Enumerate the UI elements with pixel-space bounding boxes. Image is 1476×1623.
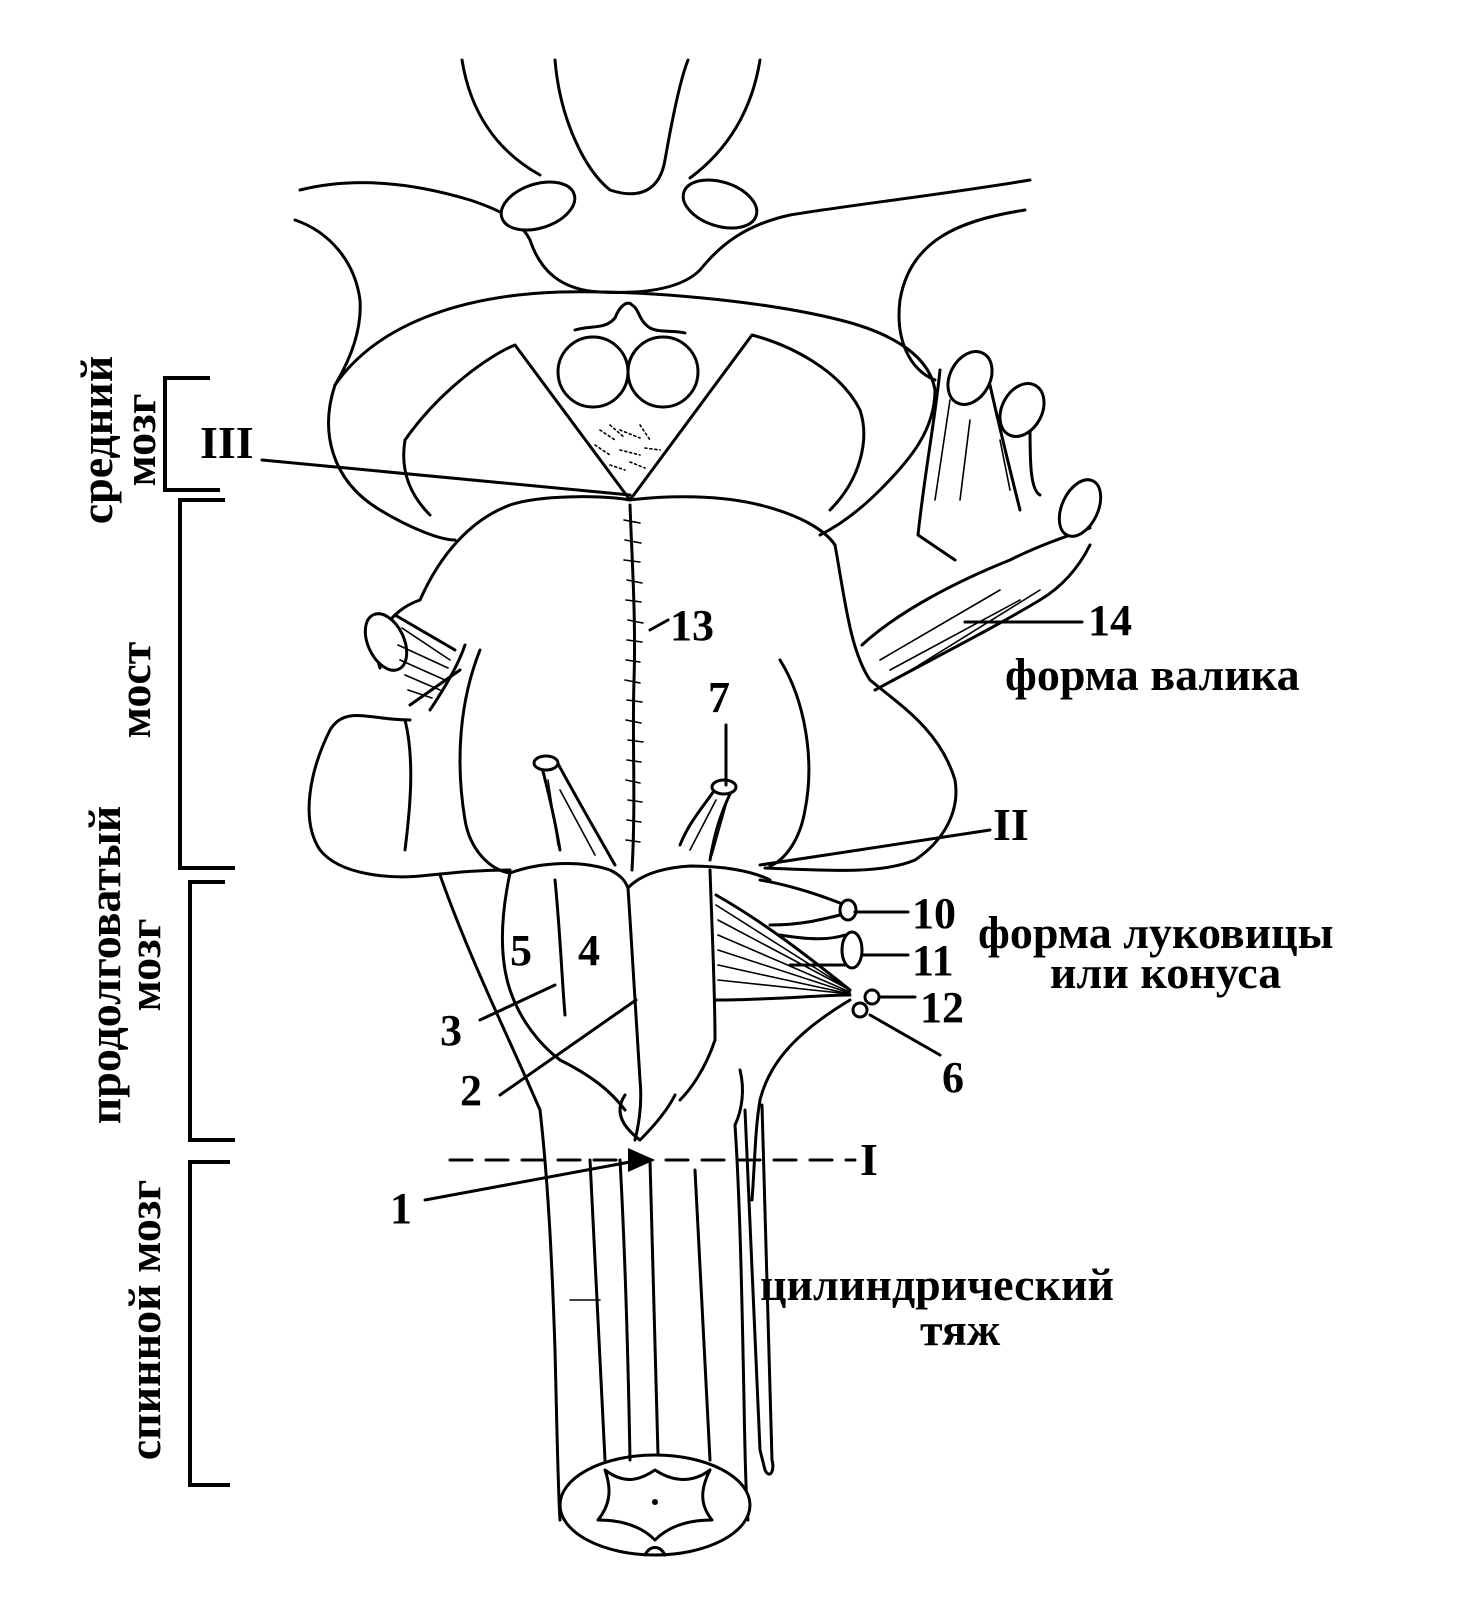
label-medulla-line2: мозг <box>119 918 170 1011</box>
label-11: 11 <box>912 936 954 985</box>
label-6: 6 <box>942 1053 964 1102</box>
spinal-cord-shape <box>538 1103 775 1557</box>
label-12: 12 <box>920 983 964 1032</box>
label-spinal-cord: спинной мозг <box>119 1180 170 1461</box>
label-I: I <box>860 1134 878 1185</box>
pons-shape <box>307 495 958 879</box>
label-cord-shape-line1: цилиндрический <box>760 1259 1114 1310</box>
leader-lines <box>260 458 1084 1202</box>
label-bulb-shape-line2: или конуса <box>1050 947 1281 998</box>
region-labels: средний мозг мост продолговатый мозг спи… <box>71 356 170 1461</box>
label-7: 7 <box>708 673 730 722</box>
label-roller-shape: форма валика <box>1005 649 1300 700</box>
peduncle-bundle <box>860 350 1103 692</box>
label-4: 4 <box>578 926 600 975</box>
upper-brain-outline <box>293 58 1032 387</box>
medulla-shape <box>438 754 881 1202</box>
label-5: 5 <box>510 926 532 975</box>
shape-labels: форма валика форма луковицы или конуса ц… <box>760 649 1334 1355</box>
label-14: 14 <box>1088 596 1132 645</box>
label-13: 13 <box>670 601 714 650</box>
label-II: II <box>993 799 1029 850</box>
label-1: 1 <box>390 1184 412 1233</box>
label-midbrain-line2: мозг <box>114 393 165 486</box>
label-cord-shape-line2: тяж <box>920 1304 1001 1355</box>
label-III: III <box>200 417 254 468</box>
midbrain-shape <box>327 290 937 542</box>
label-pons: мост <box>109 641 160 738</box>
region-brackets <box>163 376 235 1487</box>
label-bulb-shape-line1: форма луковицы <box>978 907 1334 958</box>
label-3: 3 <box>440 1006 462 1055</box>
label-medulla-line1: продолговатый <box>79 806 130 1125</box>
label-10: 10 <box>912 889 956 938</box>
number-labels: III 13 14 7 II 10 11 12 6 5 4 3 2 1 I <box>200 417 1132 1233</box>
label-2: 2 <box>460 1066 482 1115</box>
obex-mark <box>628 1148 655 1172</box>
label-midbrain-line1: средний <box>71 356 122 525</box>
